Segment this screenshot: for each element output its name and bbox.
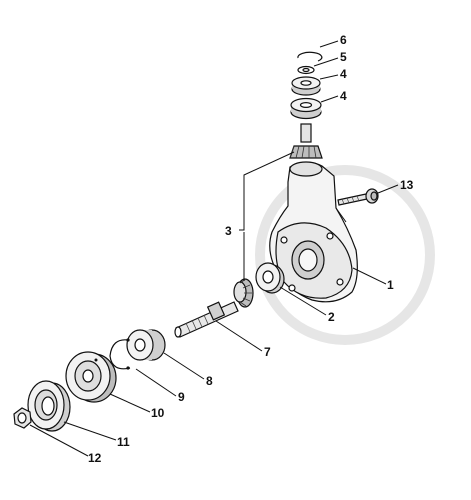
bevel-pinion-gear (289, 123, 323, 159)
part-4-lower-bearing (290, 97, 322, 120)
leader-lines (29, 40, 399, 457)
callout-9: 9 (178, 390, 185, 404)
part-12-nut (13, 407, 32, 429)
callout-12: 12 (88, 451, 102, 465)
callout-1: 1 (387, 278, 394, 292)
part-2-bearing (255, 262, 285, 294)
callout-11: 11 (117, 435, 130, 449)
part-11-thrust-washer (27, 380, 71, 432)
callout-4-upper: 4 (340, 67, 347, 81)
part-10-thrust-plate (65, 351, 117, 403)
callout-6: 6 (340, 33, 347, 47)
callout-7: 7 (264, 345, 271, 359)
callout-8: 8 (206, 374, 213, 388)
part-6-snap-ring (297, 51, 323, 62)
part-7-shaft (174, 301, 239, 338)
part-8-bearing (126, 329, 166, 361)
bevel-gear (233, 278, 254, 308)
part-1-gear-housing (269, 161, 358, 303)
callout-5: 5 (340, 50, 347, 64)
callout-4-lower: 4 (340, 89, 347, 103)
part-13-screw (337, 188, 379, 206)
callout-13: 13 (400, 178, 414, 192)
watermark (255, 165, 435, 345)
part-5-washer (297, 65, 315, 75)
part-4-upper-bearing (291, 76, 321, 96)
callout-3: 3 (225, 224, 232, 238)
part-9-circlip (109, 338, 131, 370)
callout-labels: 6 5 4 4 13 3 1 2 7 8 9 10 11 12 (88, 33, 414, 465)
callout-10: 10 (151, 406, 165, 420)
callout-2: 2 (328, 310, 335, 324)
